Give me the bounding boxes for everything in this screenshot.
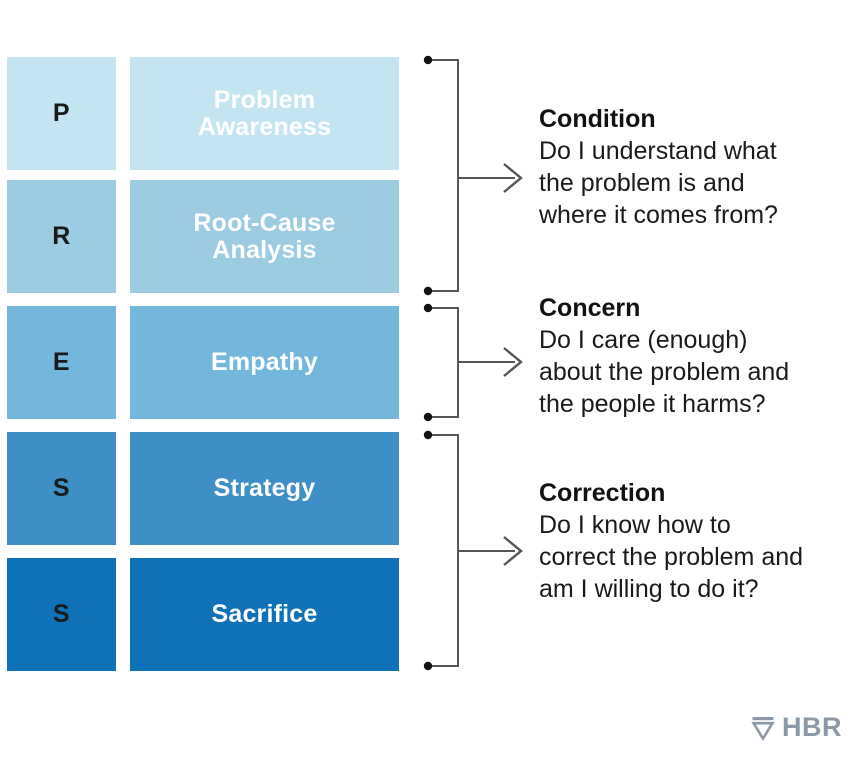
group-body-concern: Do I care (enough) about the problem and… [539, 326, 790, 418]
bracket-correction [427, 434, 515, 667]
label-cell-empathy: Empathy [130, 306, 399, 419]
letter-cell-e: E [7, 306, 116, 419]
hbr-logo: HBR [751, 714, 842, 741]
arrowhead-concern [503, 347, 523, 377]
letter-cell-r: R [7, 180, 116, 293]
group-title-concern: Concern [539, 294, 641, 322]
letter-cell-p: P [7, 57, 116, 170]
text-group-correction: Correction Do I know how to correct the … [539, 478, 849, 605]
text-group-condition: Condition Do I understand what the probl… [539, 104, 849, 231]
text-group-concern: Concern Do I care (enough) about the pro… [539, 293, 849, 420]
hbr-shield-icon [751, 716, 775, 741]
arrowhead-condition [503, 163, 523, 193]
label-text-problem-awareness: Problem Awareness [197, 86, 332, 141]
letter-label-e: E [52, 348, 71, 376]
label-cell-problem-awareness: Problem Awareness [130, 57, 399, 170]
label-text-root-cause-analysis: Root-Cause Analysis [193, 209, 336, 264]
letter-label-s-sacrifice: S [52, 600, 71, 628]
bracket-condition [427, 59, 515, 292]
letter-label-s-strategy: S [52, 474, 71, 502]
letter-cell-s-strategy: S [7, 432, 116, 545]
group-title-condition: Condition [539, 105, 656, 133]
arrowhead-correction [503, 536, 523, 566]
bracket-concern [427, 307, 515, 418]
label-text-strategy: Strategy [213, 474, 316, 503]
group-title-correction: Correction [539, 479, 666, 507]
label-text-sacrifice: Sacrifice [211, 600, 318, 629]
label-text-empathy: Empathy [211, 348, 318, 377]
bracket-end-dots [423, 55, 433, 671]
group-body-correction: Do I know how to correct the problem and… [539, 511, 804, 603]
group-body-condition: Do I understand what the problem is and … [539, 137, 778, 229]
label-cell-sacrifice: Sacrifice [130, 558, 399, 671]
letter-label-p: P [52, 99, 71, 127]
label-cell-strategy: Strategy [130, 432, 399, 545]
letter-cell-s-sacrifice: S [7, 558, 116, 671]
letter-label-r: R [52, 222, 71, 250]
label-cell-root-cause-analysis: Root-Cause Analysis [130, 180, 399, 293]
hbr-wordmark: HBR [782, 712, 842, 742]
